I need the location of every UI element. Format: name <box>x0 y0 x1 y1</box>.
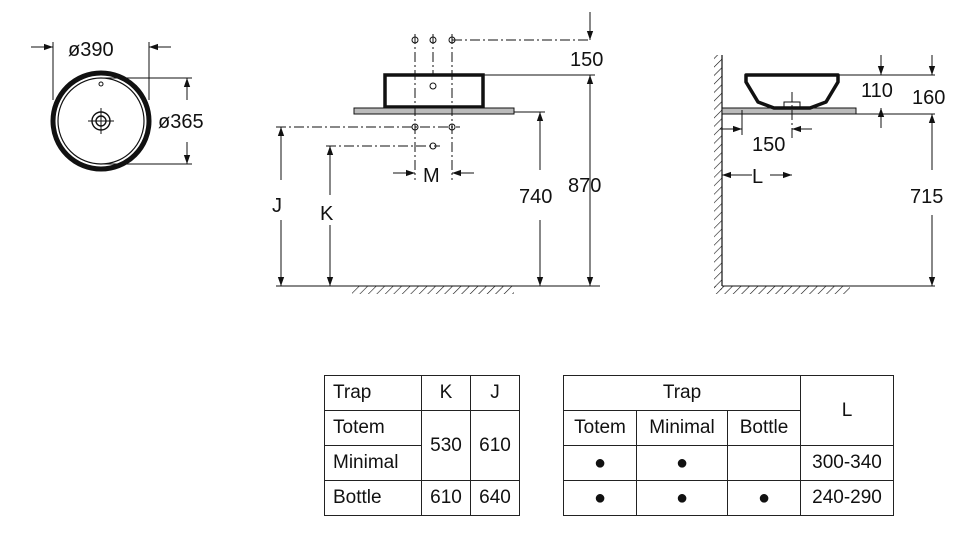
header-totem: Totem <box>563 410 637 446</box>
basin-overflow <box>429 82 437 90</box>
k-value-bottle: 610 <box>421 480 471 516</box>
totem-bullet: ● <box>563 480 637 516</box>
table-row: ● ● ● 240-290 <box>563 480 894 516</box>
minimal-bullet: ● <box>636 480 728 516</box>
k-value-totem-minimal: 530 <box>421 410 471 481</box>
bottle-bullet: ● <box>727 480 801 516</box>
dim-150-top: 150 <box>570 49 603 71</box>
wall-hatch <box>714 55 722 290</box>
header-bottle: Bottle <box>727 410 801 446</box>
trap-bottle: Bottle <box>324 480 422 516</box>
l-label: L <box>752 166 763 188</box>
basin-body <box>383 73 485 109</box>
totem-bullet: ● <box>563 445 637 481</box>
side-view: 110 160 715 150 L <box>714 55 945 294</box>
j-value-totem-minimal: 610 <box>470 410 520 481</box>
k-label: K <box>320 203 334 225</box>
header-minimal: Minimal <box>636 410 728 446</box>
trap-kj-table: Trap K J Totem 530 610 Minimal Bottle 61… <box>324 375 520 516</box>
j-value-bottle: 640 <box>470 480 520 516</box>
table-row: Totem 530 610 <box>324 410 520 481</box>
floor-hatch <box>352 286 514 294</box>
dim-870: 870 <box>568 175 601 197</box>
outer-diameter-label: ø390 <box>68 39 114 61</box>
basin-outer-rim <box>50 70 152 172</box>
countertop <box>353 107 515 115</box>
l-range: 240-290 <box>800 480 894 516</box>
minimal-bullet: ● <box>636 445 728 481</box>
dim-110: 110 <box>861 80 893 102</box>
j-label: J <box>272 195 282 217</box>
header-j: J <box>470 375 520 411</box>
dim-740: 740 <box>519 186 552 208</box>
header-l: L <box>800 375 894 446</box>
table-row: ● ● 300-340 <box>563 445 894 481</box>
overflow-hole <box>98 81 104 87</box>
table-subheader-row: Totem Minimal Bottle <box>563 410 894 446</box>
table-row: Bottle 610 640 <box>324 480 520 516</box>
side-floor-hatch <box>714 286 850 294</box>
front-view: M 150 870 740 J K <box>272 12 603 294</box>
m-label: M <box>423 165 440 187</box>
header-trap-group: Trap <box>563 375 801 411</box>
dim-160: 160 <box>912 87 945 109</box>
dim-150-side: 150 <box>752 134 785 156</box>
trap-minimal: Minimal <box>324 445 422 481</box>
table-header-row: Trap K J <box>324 375 520 411</box>
side-basin <box>744 73 840 110</box>
inner-diameter-label: ø365 <box>158 111 204 133</box>
l-range: 300-340 <box>800 445 894 481</box>
header-trap: Trap <box>324 375 422 411</box>
trap-l-table: Trap L Totem Minimal Bottle ● ● 300-340 … <box>563 375 894 516</box>
header-k: K <box>421 375 471 411</box>
trap-totem: Totem <box>324 410 422 446</box>
table-row: Minimal <box>324 445 520 481</box>
bottle-bullet <box>727 445 801 481</box>
top-view: ø390 ø365 <box>31 39 204 172</box>
table-header-row: Trap L <box>563 375 894 446</box>
dim-715: 715 <box>910 186 943 208</box>
